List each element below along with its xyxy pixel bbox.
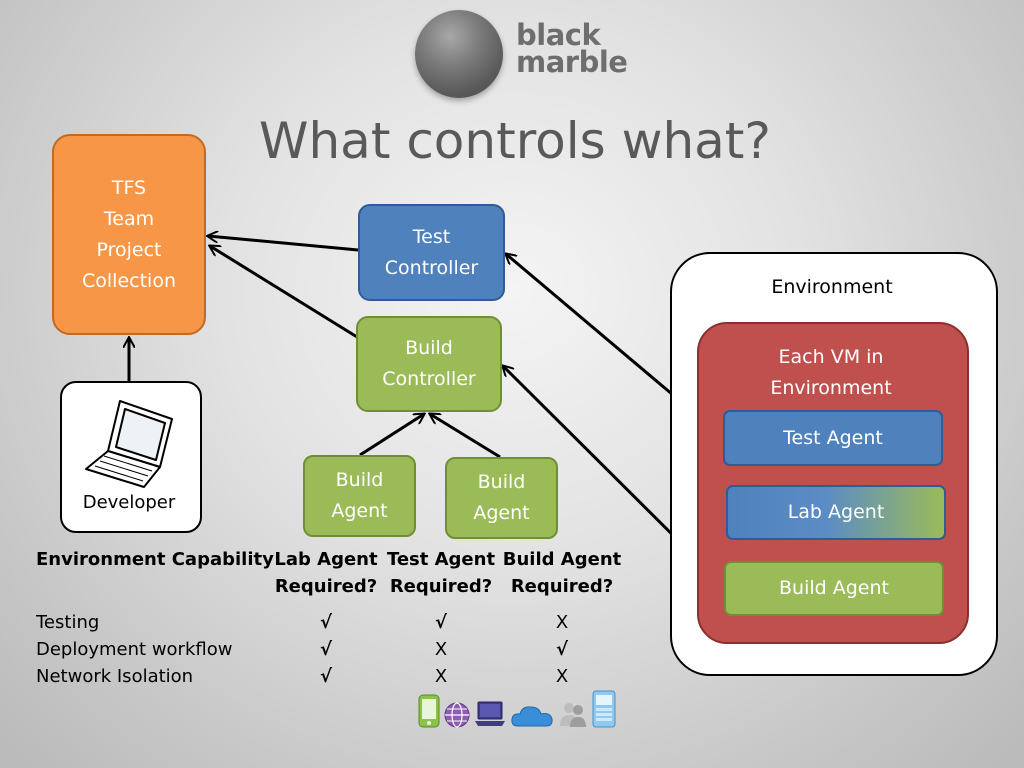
vm-label-line-2: Environment (770, 377, 892, 399)
footer-icons (418, 690, 616, 728)
vm-build-agent-node: Build Agent (724, 561, 944, 616)
logo-line-1: black (516, 18, 601, 52)
test-agent-node: Test Agent (723, 410, 943, 466)
slide-title: What controls what? (259, 112, 771, 170)
build-agent-node-1: Build Agent (303, 455, 416, 537)
tfs-team-project-collection: TFS Team Project Collection (52, 134, 206, 335)
build-agent-node-2: Build Agent (445, 457, 558, 539)
mobile-device-icon (592, 690, 616, 728)
cloud-icon (511, 706, 553, 727)
test-controller-line-2: Controller (384, 256, 479, 279)
vm-label-line-1: Each VM in (778, 346, 884, 368)
test-controller-node: Test Controller (358, 204, 505, 301)
tfs-line-3: Project (96, 238, 162, 261)
laptop-icon (475, 701, 505, 726)
build-agent-1-line-2: Agent (331, 500, 388, 522)
tfs-line-1: TFS (111, 176, 147, 199)
logo-text: black marble (516, 18, 628, 79)
build-controller-line-1: Build (405, 337, 453, 359)
build-agent-1-line-1: Build (335, 469, 384, 491)
build-controller-line-2: Controller (382, 368, 476, 390)
build-agent-2-line-2: Agent (473, 502, 530, 524)
laptop-icon (85, 400, 173, 488)
arrow-build-agent-2-to-build-controller (430, 414, 501, 459)
tfs-line-4: Collection (82, 269, 176, 292)
tfs-line-2: Team (103, 207, 155, 230)
arrow-test-controller-to-tfs (208, 236, 359, 252)
test-controller-line-1: Test (412, 225, 451, 248)
globe-icon (444, 702, 470, 728)
build-controller-node: Build Controller (356, 316, 502, 412)
arrow-build-controller-to-tfs (210, 246, 371, 347)
build-agent-2-line-1: Build (477, 471, 526, 493)
lab-agent-node: Lab Agent (726, 485, 946, 540)
phone-icon (418, 694, 440, 728)
vm-label: Each VM in Environment (697, 342, 965, 404)
people-icon (560, 703, 586, 727)
arrow-build-agent-1-to-build-controller (359, 414, 424, 457)
logo-marble-icon (415, 10, 503, 98)
logo-line-2: marble (516, 45, 628, 79)
environment-label: Environment (771, 276, 893, 298)
developer-node (60, 381, 202, 533)
developer-label: Developer (82, 492, 176, 513)
